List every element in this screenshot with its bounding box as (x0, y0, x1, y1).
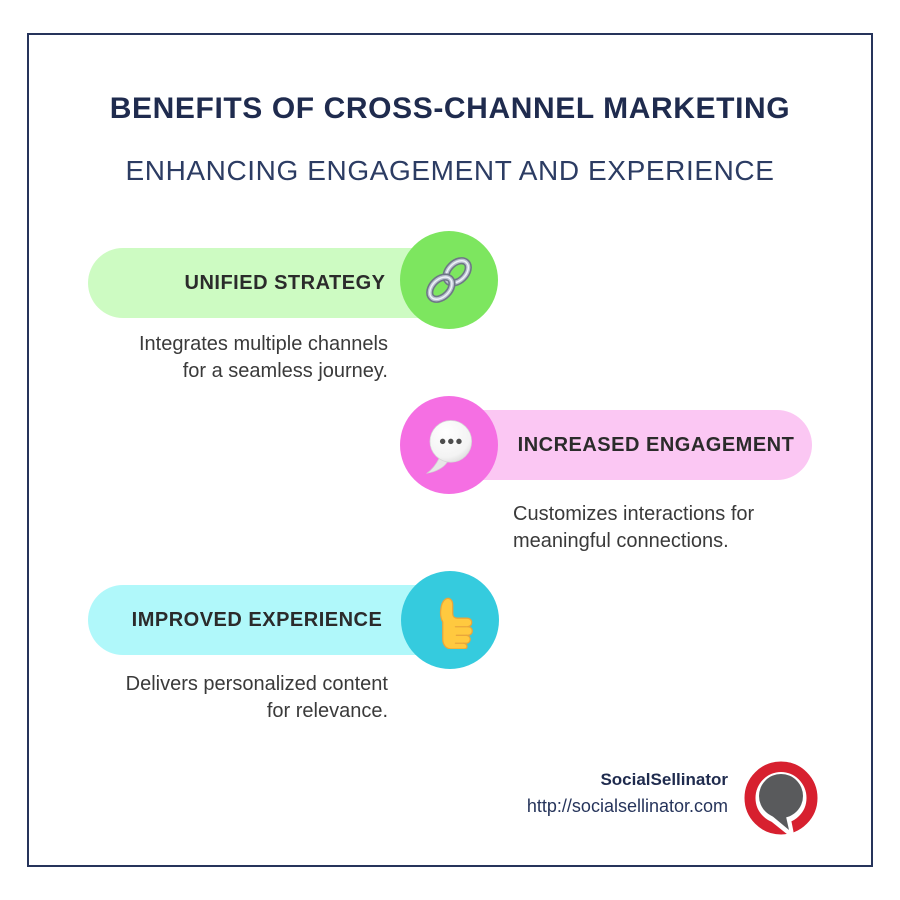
benefit-description: Integrates multiple channels for a seaml… (88, 331, 388, 385)
page-subtitle: ENHANCING ENGAGEMENT AND EXPERIENCE (125, 155, 775, 186)
socialsellinator-logo (742, 760, 820, 838)
description-line: meaningful connections. (513, 530, 729, 552)
description-line: Customizes interactions for (513, 503, 755, 525)
description-line: Integrates multiple channels (138, 333, 388, 355)
description-line: Delivers personalized content (125, 673, 388, 695)
benefit-description: Delivers personalized content for releva… (88, 671, 388, 725)
description-line: for relevance. (266, 700, 388, 722)
speech-bubble-icon (400, 396, 498, 494)
thumbs-up-icon (401, 571, 499, 669)
chain-link-icon (400, 231, 498, 329)
benefit-label: IMPROVED EXPERIENCE (131, 608, 383, 631)
benefit-label: UNIFIED STRATEGY (184, 271, 386, 294)
description-line: for a seamless journey. (182, 360, 388, 382)
brand-url: http://socialsellinator.com (526, 796, 728, 816)
page-title: BENEFITS OF CROSS-CHANNEL MARKETING (109, 92, 791, 125)
brand-name: SocialSellinator (600, 770, 728, 789)
benefit-label: INCREASED ENGAGEMENT (517, 433, 795, 456)
benefit-description: Customizes interactions for meaningful c… (513, 501, 823, 555)
